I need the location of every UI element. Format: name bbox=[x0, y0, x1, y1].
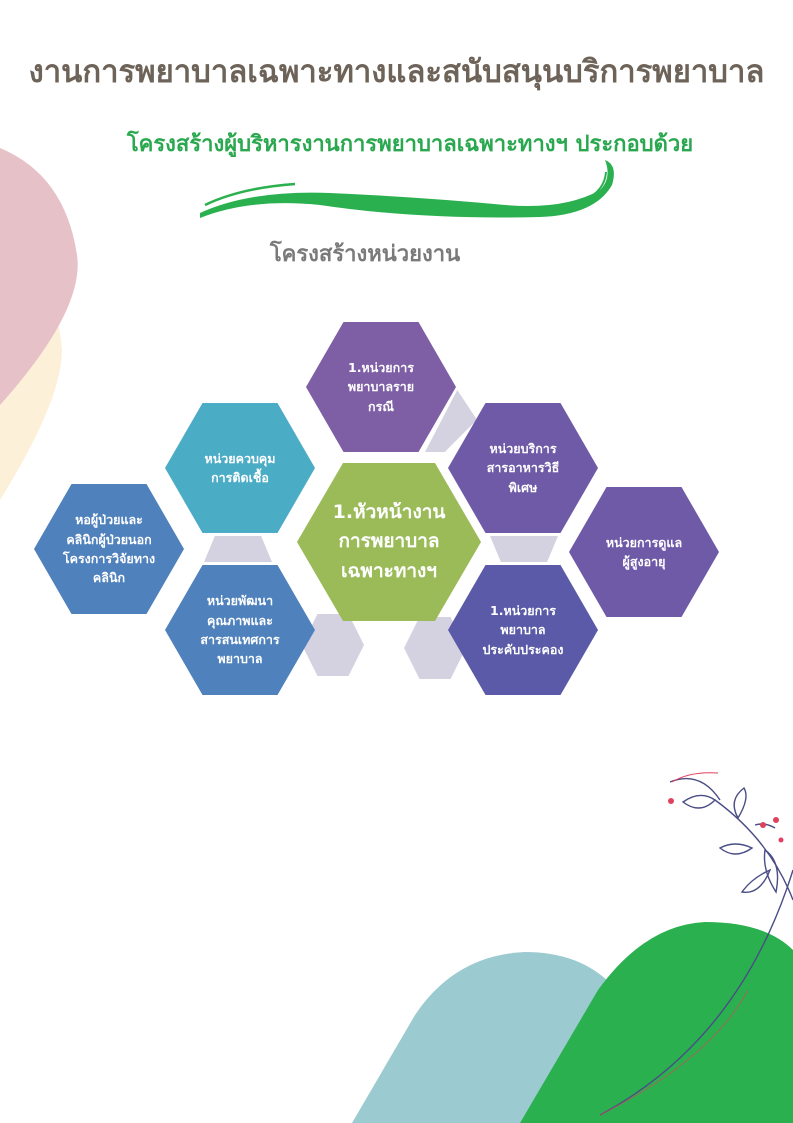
berry-icon bbox=[668, 798, 784, 843]
connector-nutrition-palliative bbox=[490, 536, 558, 562]
pink-leaf-shape bbox=[0, 148, 78, 405]
connector-quality-center bbox=[302, 614, 364, 676]
section-heading: โครงสร้างหน่วยงาน bbox=[269, 242, 461, 267]
green-hill-shape bbox=[520, 922, 793, 1123]
connector-infection-quality bbox=[204, 536, 272, 562]
unit-palliative-nursing: 1.หน่วยการ พยาบาล ประคับประคอง bbox=[448, 565, 598, 695]
green-swoosh bbox=[200, 160, 614, 218]
unit-quality-information: หน่วยพัฒนา คุณภาพและ สารสนเทศการ พยาบาล bbox=[165, 565, 315, 695]
floral-branch-icon bbox=[599, 777, 793, 1116]
page-subtitle: โครงสร้างผู้บริหารงานการพยาบาลเฉพาะทางฯ … bbox=[126, 132, 694, 157]
page-title: งานการพยาบาลเฉพาะทางและสนับสนุนบริการพยา… bbox=[28, 54, 765, 90]
